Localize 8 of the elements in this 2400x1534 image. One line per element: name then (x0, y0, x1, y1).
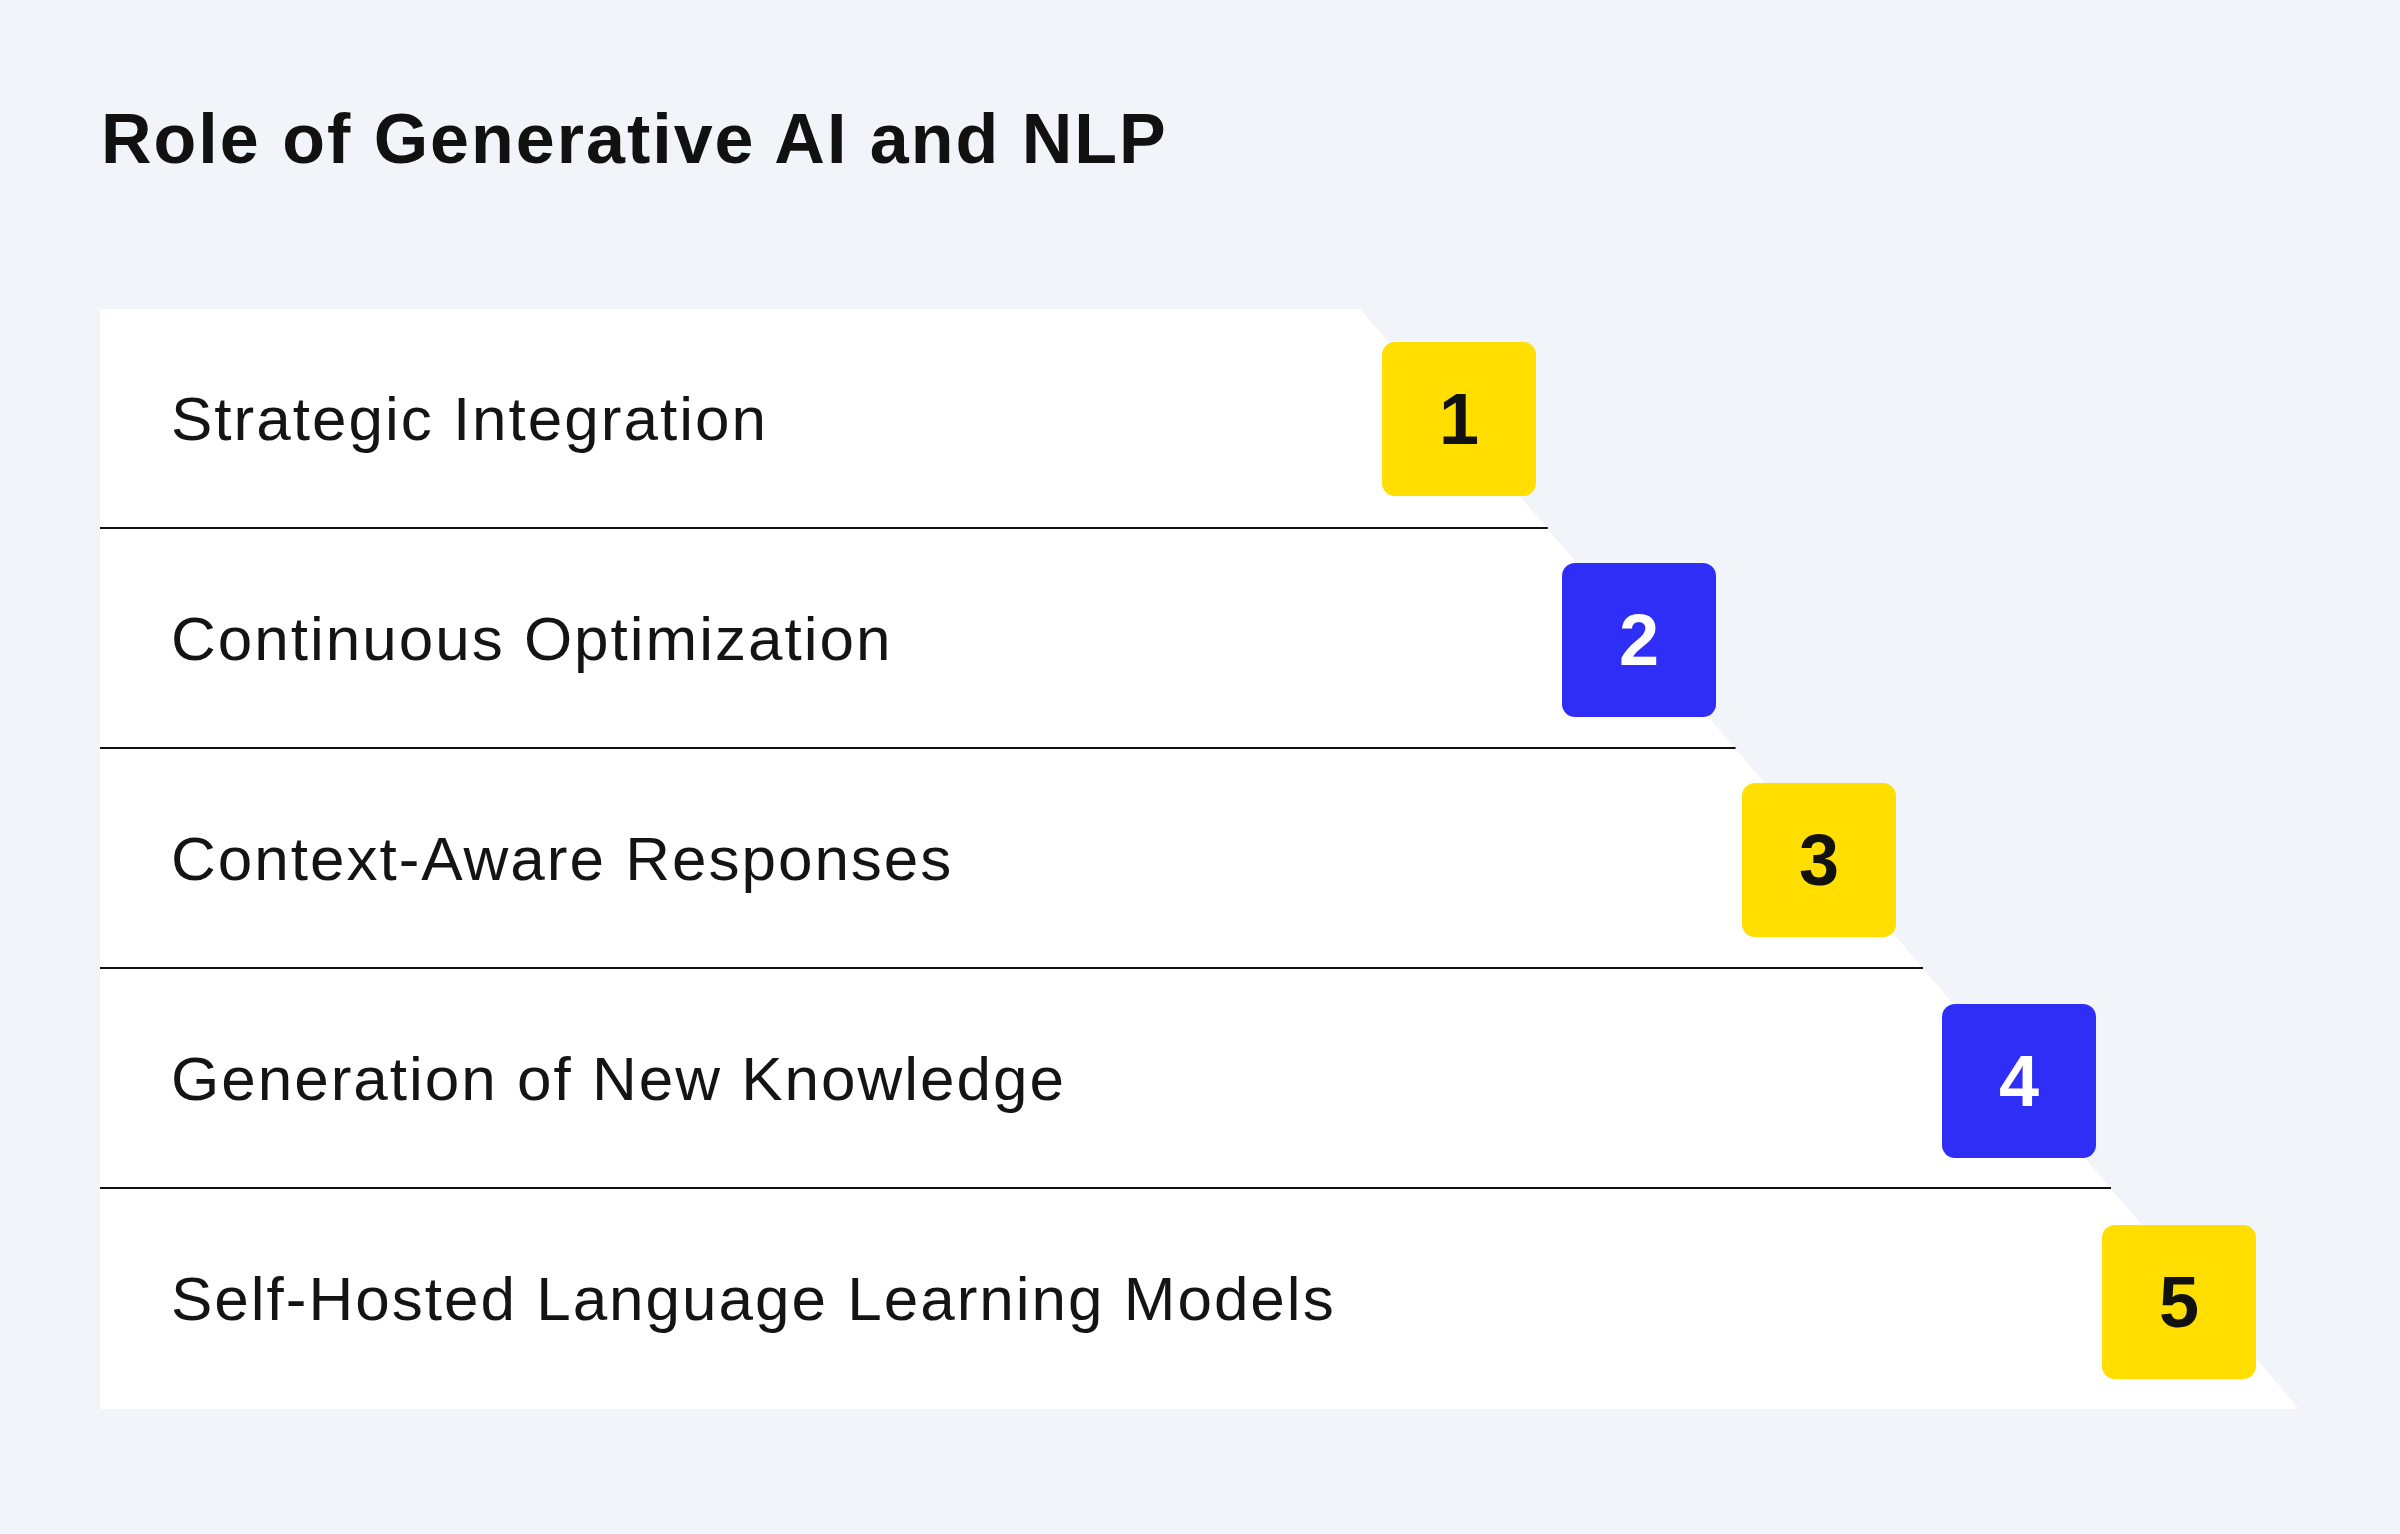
step-band (100, 529, 1736, 749)
title: Role of Generative AI and NLP (101, 104, 1168, 174)
step-band (100, 309, 1548, 529)
number-badge: 1 (1382, 342, 1536, 496)
step-band (100, 1189, 2299, 1409)
number-badge: 4 (1942, 1004, 2096, 1158)
step-band (100, 749, 1924, 969)
step-band (100, 969, 2112, 1189)
